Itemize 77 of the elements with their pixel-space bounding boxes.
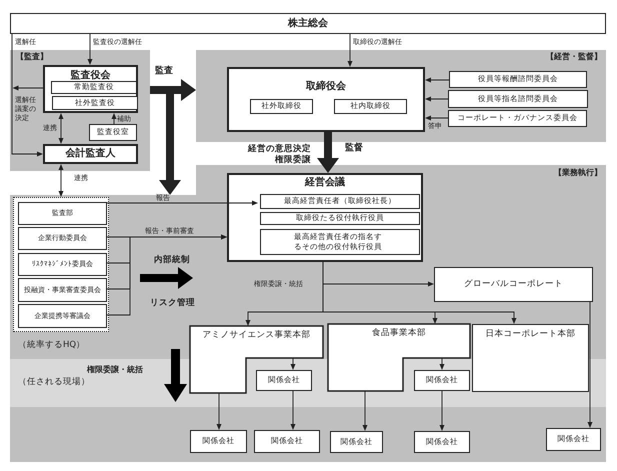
board-box bbox=[43, 65, 138, 113]
member-box bbox=[260, 229, 420, 255]
section-band bbox=[10, 165, 606, 462]
arrow bbox=[88, 34, 92, 65]
box-label: グローバルコーポレート bbox=[464, 280, 563, 290]
member-box bbox=[260, 194, 420, 209]
arrow bbox=[322, 262, 516, 324]
box-label: 会計監査人 bbox=[66, 148, 116, 160]
arrow bbox=[588, 302, 592, 428]
box-label: 監査役会 bbox=[70, 70, 110, 82]
board-box bbox=[227, 67, 425, 132]
band-heading: （任される現場） bbox=[18, 378, 90, 388]
arrow bbox=[216, 392, 222, 430]
arrow bbox=[12, 86, 44, 90]
arrow bbox=[425, 78, 450, 82]
committee-box bbox=[448, 110, 587, 127]
arrow bbox=[362, 390, 368, 431]
company-box bbox=[256, 370, 312, 391]
division-box bbox=[472, 324, 589, 392]
meeting-box bbox=[227, 173, 423, 262]
member-box bbox=[260, 212, 420, 225]
dotted-box bbox=[13, 197, 109, 332]
committee-box bbox=[18, 202, 107, 225]
arrow bbox=[425, 116, 448, 120]
box-label: 日本コーポレート本部 bbox=[486, 330, 576, 340]
edge-label: 監査 bbox=[155, 66, 173, 76]
committee-box bbox=[18, 304, 107, 328]
arrow bbox=[440, 358, 444, 370]
division-box bbox=[190, 326, 323, 393]
division-box bbox=[328, 324, 470, 391]
arrow-caption: 内部統制 bbox=[154, 256, 190, 266]
division-box bbox=[434, 267, 593, 302]
block-arrow bbox=[317, 132, 339, 173]
arrow bbox=[348, 34, 352, 67]
arrow-caption: 経営の意思決定権限委譲 bbox=[247, 144, 311, 166]
company-box bbox=[190, 430, 247, 453]
company-box bbox=[254, 430, 320, 453]
member-box bbox=[52, 96, 138, 110]
arrow bbox=[58, 113, 64, 144]
box-label: 株主総会 bbox=[288, 18, 328, 30]
edge-label: 監督 bbox=[345, 143, 363, 154]
company-box bbox=[546, 428, 601, 451]
committee-box bbox=[18, 253, 107, 276]
box-label: 食品事業本部 bbox=[372, 329, 426, 339]
arrow-caption: 権限委譲・統括 bbox=[87, 365, 143, 374]
company-box bbox=[414, 431, 470, 453]
box-label: アミノサイエンス事業本部 bbox=[202, 331, 310, 341]
arrow bbox=[106, 234, 227, 316]
meeting-box bbox=[10, 13, 606, 34]
arrow bbox=[425, 96, 448, 102]
band-heading: 【監査】 bbox=[16, 52, 48, 62]
band-heading: 【経営・監督】 bbox=[546, 52, 602, 62]
committee-box bbox=[18, 278, 107, 302]
section-band bbox=[196, 50, 606, 142]
arrow bbox=[290, 390, 296, 430]
office-box bbox=[89, 124, 137, 141]
committee-box bbox=[18, 227, 107, 250]
arrow-caption: リスク管理 bbox=[150, 299, 195, 309]
band-heading: 【業務執行】 bbox=[554, 168, 602, 178]
section-band bbox=[10, 50, 150, 171]
arrow bbox=[290, 358, 296, 370]
company-box bbox=[414, 370, 470, 391]
member-box bbox=[334, 99, 407, 114]
member-box bbox=[51, 81, 137, 94]
auditor-box bbox=[43, 144, 138, 164]
arrow bbox=[106, 200, 258, 206]
box-label: 取締役会 bbox=[306, 81, 346, 92]
arrow bbox=[12, 34, 43, 156]
arrow bbox=[112, 113, 116, 124]
note-text: （統率するHQ） bbox=[18, 341, 86, 351]
company-box bbox=[330, 431, 383, 453]
arrow bbox=[58, 164, 64, 197]
member-box bbox=[250, 99, 313, 114]
committee-box bbox=[449, 71, 587, 88]
box-label: 経営会議 bbox=[305, 177, 345, 188]
arrow bbox=[440, 390, 444, 431]
committee-box bbox=[448, 90, 588, 108]
